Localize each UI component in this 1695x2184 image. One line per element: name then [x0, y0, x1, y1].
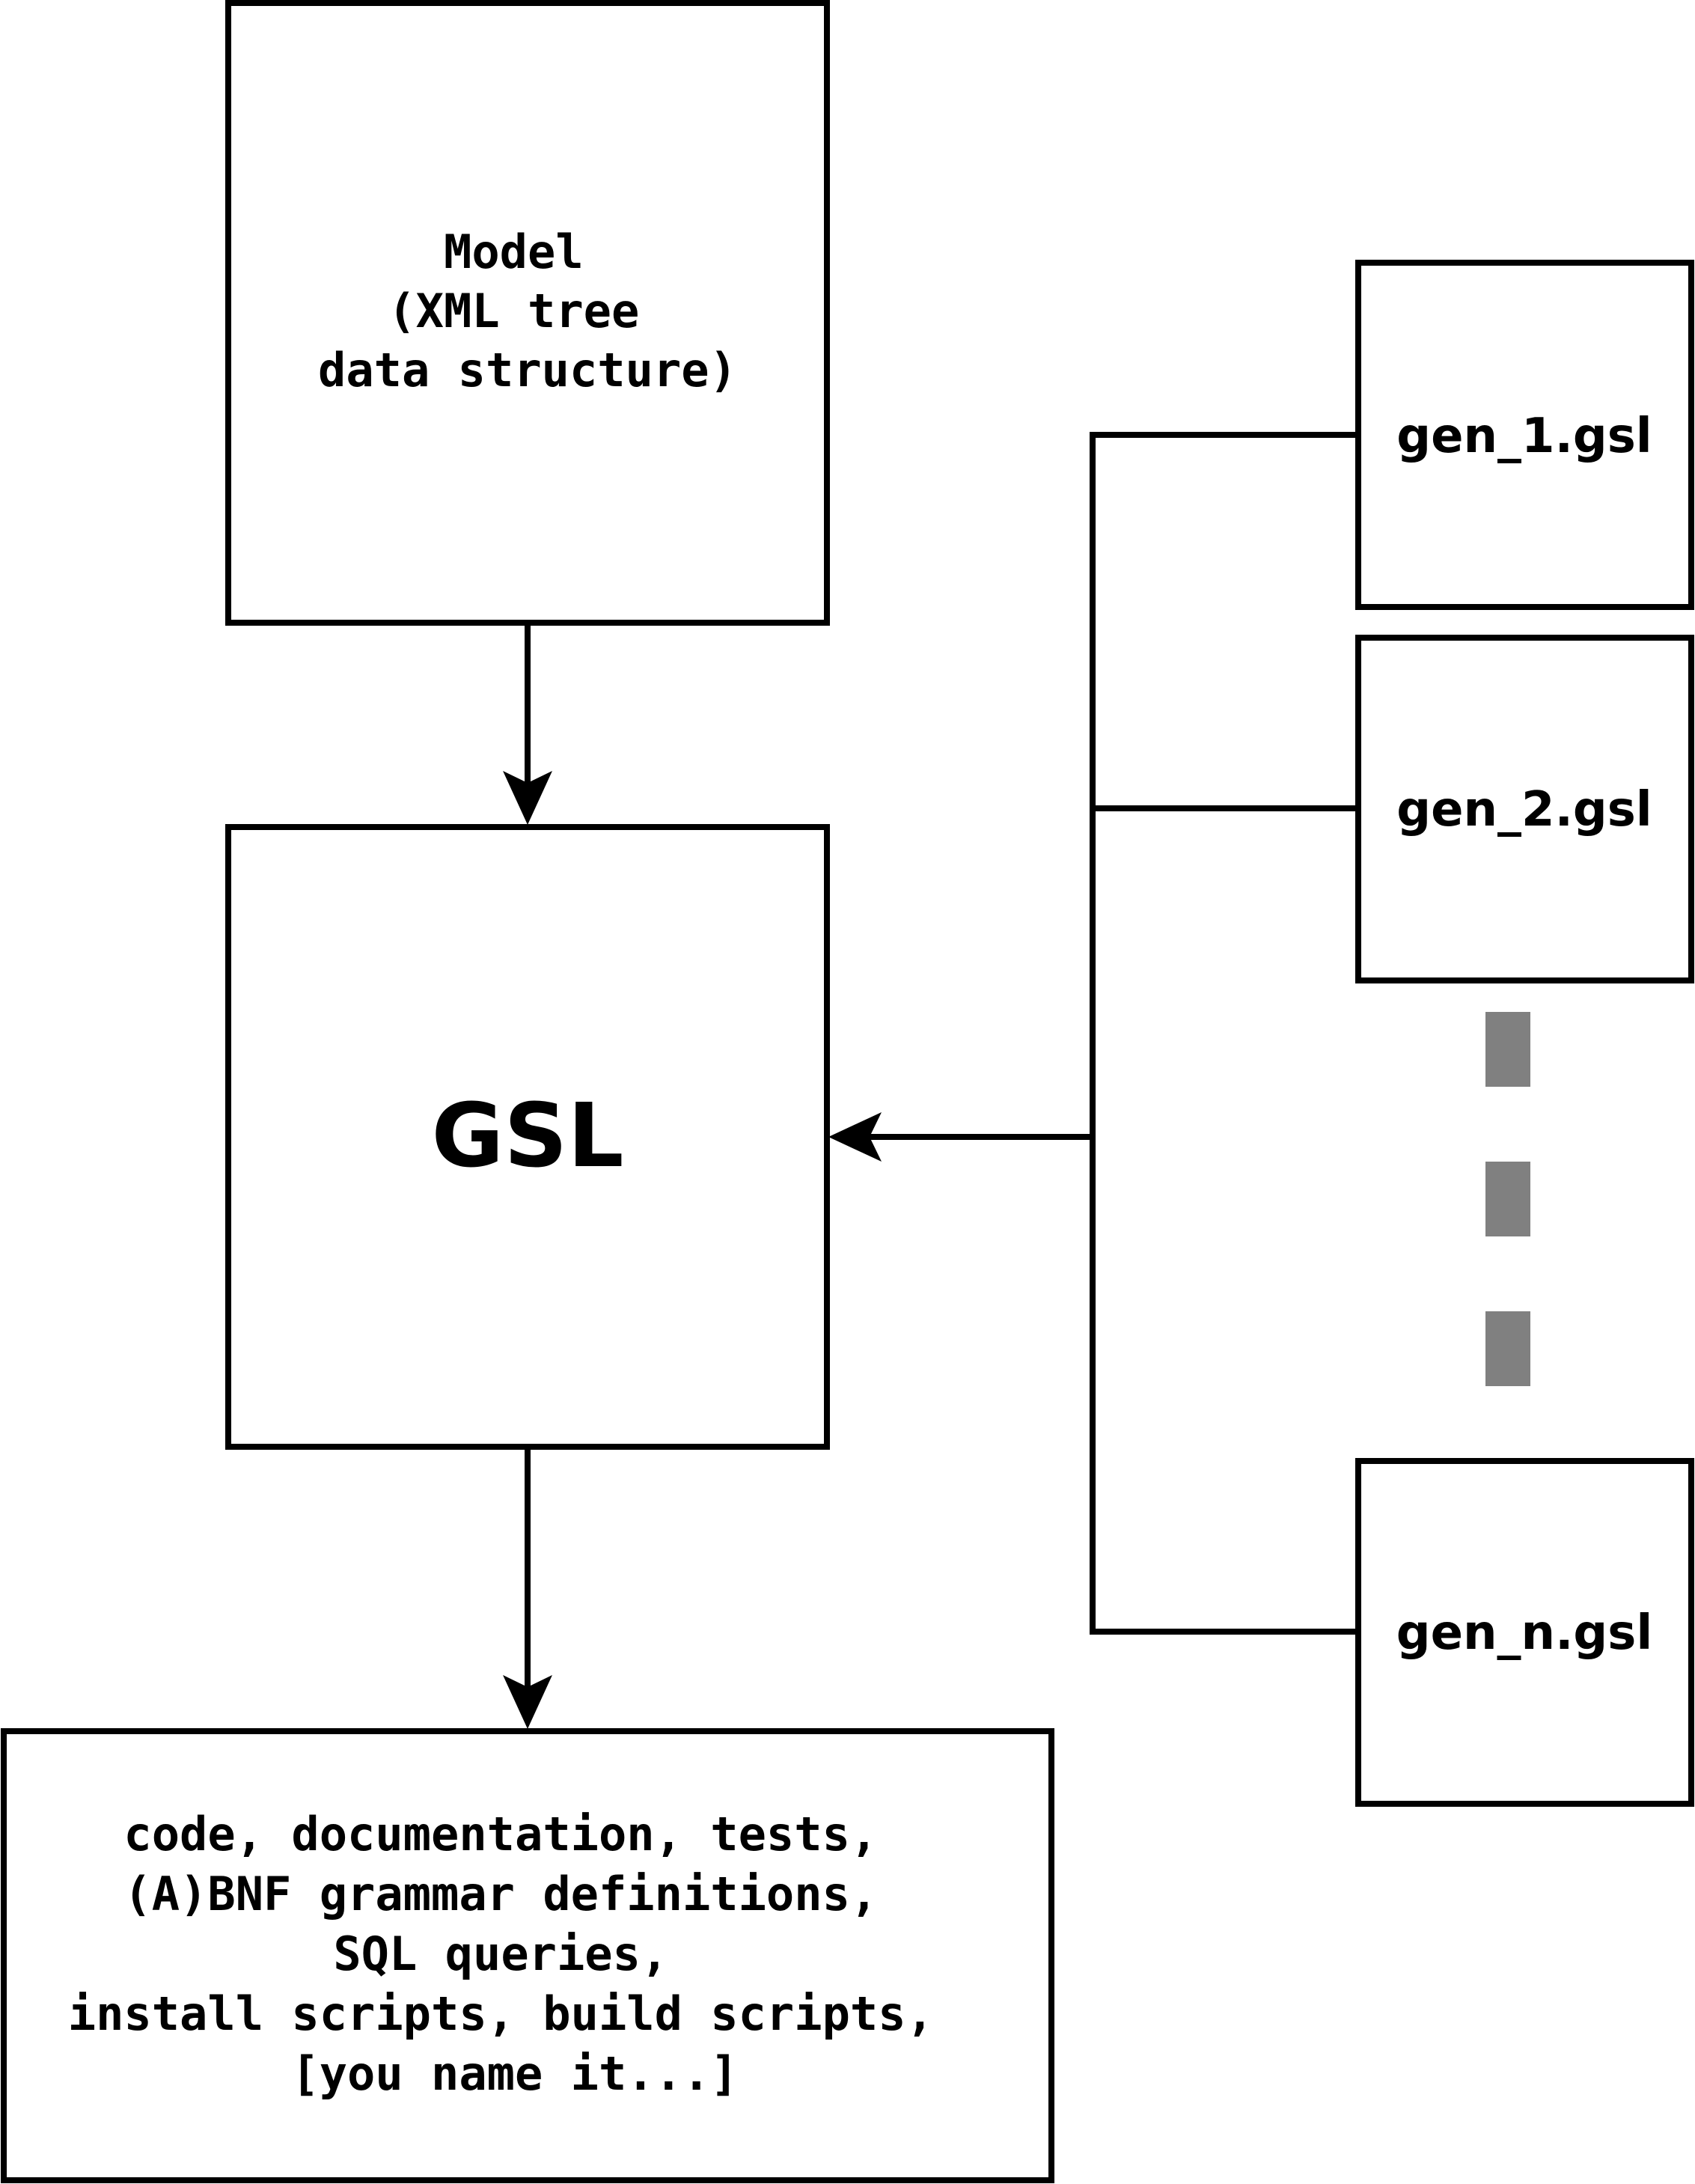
gsl-node: GSL	[225, 824, 830, 1450]
model-label-line-2: (XML tree	[388, 284, 639, 338]
model-label-line-1: Model	[444, 225, 584, 279]
output-node: code, documentation, tests, (A)BNF gramm…	[1, 1728, 1054, 2183]
gen-2-label: gen_2.gsl	[1396, 782, 1652, 838]
ellipsis-dash-1	[1485, 1012, 1530, 1087]
model-to-gsl-arrowhead	[503, 771, 552, 825]
gen-2-box	[1355, 635, 1694, 983]
script-gen-1: gen_1.gsl	[1355, 260, 1694, 610]
gsl-to-output-arrowhead	[503, 1675, 552, 1729]
script-gen-n: gen_n.gsl	[1355, 1458, 1694, 1807]
ellipsis-dash-2	[1485, 1162, 1530, 1236]
output-box	[1, 1728, 1054, 2183]
gsl-label: GSL	[431, 1084, 623, 1187]
output-label-line-3: SQL queries,	[333, 1927, 668, 1981]
script-gen-2: gen_2.gsl	[1355, 635, 1694, 983]
model-label-line-3: data structure)	[318, 343, 737, 397]
scripts-bus-connector	[828, 432, 1358, 1635]
gen-1-label: gen_1.gsl	[1396, 409, 1652, 464]
output-label-line-2: (A)BNF grammar definitions,	[123, 1867, 878, 1921]
output-label-line-4: install scripts, build scripts,	[68, 1986, 934, 2041]
more-scripts-ellipsis	[1485, 1012, 1530, 1386]
gen-n-box	[1355, 1458, 1694, 1807]
model-to-gsl-arrow	[503, 623, 552, 825]
bus-to-gsl-arrowhead	[828, 1112, 882, 1162]
ellipsis-dash-3	[1485, 1311, 1530, 1386]
gsl-to-output-arrow	[503, 1447, 552, 1729]
gsl-box	[225, 824, 830, 1450]
model-label: Model (XML tree data structure)	[318, 225, 737, 397]
output-label-line-5: [you name it...]	[291, 2046, 738, 2101]
output-label-line-1: code, documentation, tests,	[123, 1807, 878, 1861]
model-node: Model (XML tree data structure)	[225, 0, 830, 626]
model-box	[225, 0, 830, 626]
output-label: code, documentation, tests, (A)BNF gramm…	[68, 1807, 962, 2101]
gen-1-box	[1355, 260, 1694, 610]
gen-n-label: gen_n.gsl	[1396, 1605, 1653, 1661]
